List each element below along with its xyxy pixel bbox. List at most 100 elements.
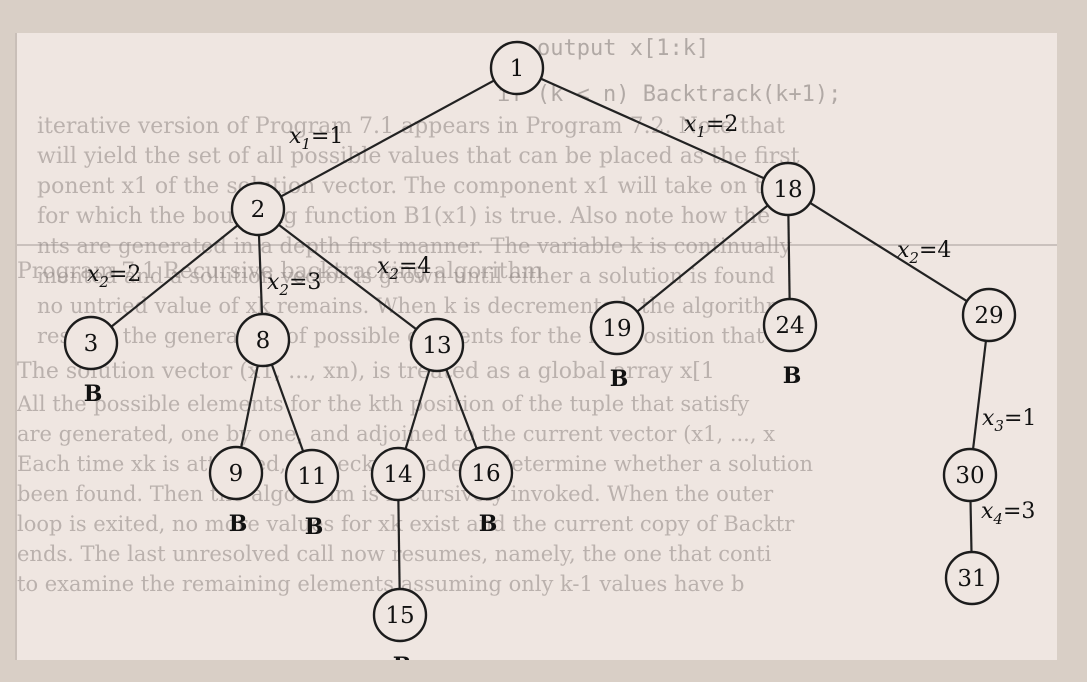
background-text-line: nts are generated in a depth first manne… xyxy=(37,234,792,258)
tree-node: 3 xyxy=(63,315,119,371)
node-circle xyxy=(489,40,545,96)
tree-edge xyxy=(636,204,769,313)
node-circle xyxy=(762,297,818,353)
bounded-marker: B xyxy=(479,511,498,537)
state-space-tree-diagram: output x[1:k]if (k < n) Backtrack(k+1);i… xyxy=(17,36,1057,660)
tree-edge xyxy=(787,214,791,300)
edge-label: x2=2 xyxy=(87,262,141,291)
tree-node: 1 xyxy=(489,40,545,96)
node-label: 31 xyxy=(957,566,986,592)
bounded-marker: B xyxy=(84,381,103,407)
background-text-line: will yield the set of all possible value… xyxy=(37,144,800,169)
tree-nodes: 12183B81319B24B299B11B1416B3015B31 xyxy=(63,40,1017,660)
node-label: 8 xyxy=(256,328,271,354)
node-circle xyxy=(942,447,998,503)
tree-node: 13 xyxy=(409,317,465,373)
background-text-line: ponent x1 of the solution vector. The co… xyxy=(37,174,815,199)
tree-node: 15 xyxy=(372,587,428,643)
edge-label: x2=3 xyxy=(267,270,321,299)
tree-edge xyxy=(270,364,305,452)
node-label: 30 xyxy=(955,463,984,489)
tree-edge xyxy=(278,223,417,331)
tree-node: 30 xyxy=(942,447,998,503)
node-label: 16 xyxy=(471,461,500,487)
node-label: 18 xyxy=(773,177,802,203)
background-text-line: loop is exited, no more values for xk ex… xyxy=(17,512,795,536)
tree-node: 2 xyxy=(230,181,286,237)
background-text-line: mented and a solution vector is grown un… xyxy=(37,264,775,288)
tree-node: 14 xyxy=(370,446,426,502)
background-text-line: are generated, one by one, and adjoined … xyxy=(17,422,775,446)
tree-edge xyxy=(971,340,988,450)
background-text-line: The solution vector (x1, ..., xn), is tr… xyxy=(17,359,715,384)
edge-label: x3=1 xyxy=(982,406,1036,435)
bounded-marker: B xyxy=(305,514,324,540)
node-label: 29 xyxy=(974,303,1003,329)
node-label: 15 xyxy=(385,603,414,629)
background-text-line: for which the bounding function B1(x1) i… xyxy=(37,204,770,229)
background-text-line: Program 7.1 Recursive backtracking algor… xyxy=(17,259,543,284)
node-label: 13 xyxy=(422,333,451,359)
bounded-marker: B xyxy=(610,366,629,392)
node-circle xyxy=(235,312,291,368)
node-circle xyxy=(458,445,514,501)
bounded-marker: B xyxy=(783,363,802,389)
tree-node: 19 xyxy=(589,300,645,356)
node-label: 2 xyxy=(251,197,266,223)
faded-background-text: output x[1:k]if (k < n) Backtrack(k+1);i… xyxy=(17,36,1057,596)
tree-node: 24 xyxy=(762,297,818,353)
node-circle xyxy=(370,446,426,502)
node-circle xyxy=(284,448,340,504)
node-circle xyxy=(63,315,119,371)
tree-edge xyxy=(969,500,973,553)
node-label: 3 xyxy=(84,331,99,357)
edge-label: x2=4 xyxy=(377,254,431,283)
node-label: 19 xyxy=(602,316,631,342)
node-label: 9 xyxy=(229,461,244,487)
tree-edge xyxy=(445,368,478,450)
node-label: 24 xyxy=(775,313,804,339)
edge-label: x2=4 xyxy=(897,238,951,267)
tree-edges xyxy=(110,77,988,590)
tree-edge xyxy=(280,79,495,198)
node-label: 11 xyxy=(297,464,326,490)
node-circle xyxy=(760,161,816,217)
tree-node: 31 xyxy=(944,550,1000,606)
book-page-scan: output x[1:k]if (k < n) Backtrack(k+1);i… xyxy=(15,33,1057,660)
tree-edge xyxy=(540,77,765,180)
edge-label: x1=2 xyxy=(684,112,738,141)
edge-label: x1=1 xyxy=(289,124,343,153)
tree-edge xyxy=(257,234,264,315)
node-circle xyxy=(589,300,645,356)
node-circle xyxy=(944,550,1000,606)
background-text-line: no untried value of xk remains. When k i… xyxy=(37,294,786,318)
background-text-line: ends. The last unresolved call now resum… xyxy=(17,542,772,566)
node-circle xyxy=(230,181,286,237)
node-circle xyxy=(372,587,428,643)
node-circle xyxy=(961,287,1017,343)
tree-edge xyxy=(110,224,239,328)
node-circle xyxy=(208,445,264,501)
tree-node: 9 xyxy=(208,445,264,501)
tree-node: 29 xyxy=(961,287,1017,343)
tree-edge xyxy=(397,499,401,590)
node-label: 1 xyxy=(510,56,525,82)
tree-node: 11 xyxy=(284,448,340,504)
background-text-line: All the possible elements for the kth po… xyxy=(17,392,749,416)
background-text-line: resume the generation of possible elemen… xyxy=(37,324,765,348)
background-text-line: if (k < n) Backtrack(k+1); xyxy=(497,82,841,107)
tree-node: 8 xyxy=(235,312,291,368)
node-circle xyxy=(409,317,465,373)
edge-label: x4=3 xyxy=(981,499,1035,528)
background-text-line: output x[1:k] xyxy=(537,36,709,61)
tree-node: 16 xyxy=(458,445,514,501)
bounded-marker: B xyxy=(393,653,412,660)
tree-edge xyxy=(404,369,431,450)
background-text-line: to examine the remaining elements assumi… xyxy=(17,572,744,596)
node-label: 14 xyxy=(383,462,412,488)
bounded-marker: B xyxy=(229,511,248,537)
edge-labels: x1=1 x1=2 x2=2 x2=3 x2=4 x2=4 x3=1 x4=3 xyxy=(87,112,1036,528)
tree-node: 18 xyxy=(760,161,816,217)
tree-edge xyxy=(240,365,259,448)
tree-edge xyxy=(809,201,968,303)
